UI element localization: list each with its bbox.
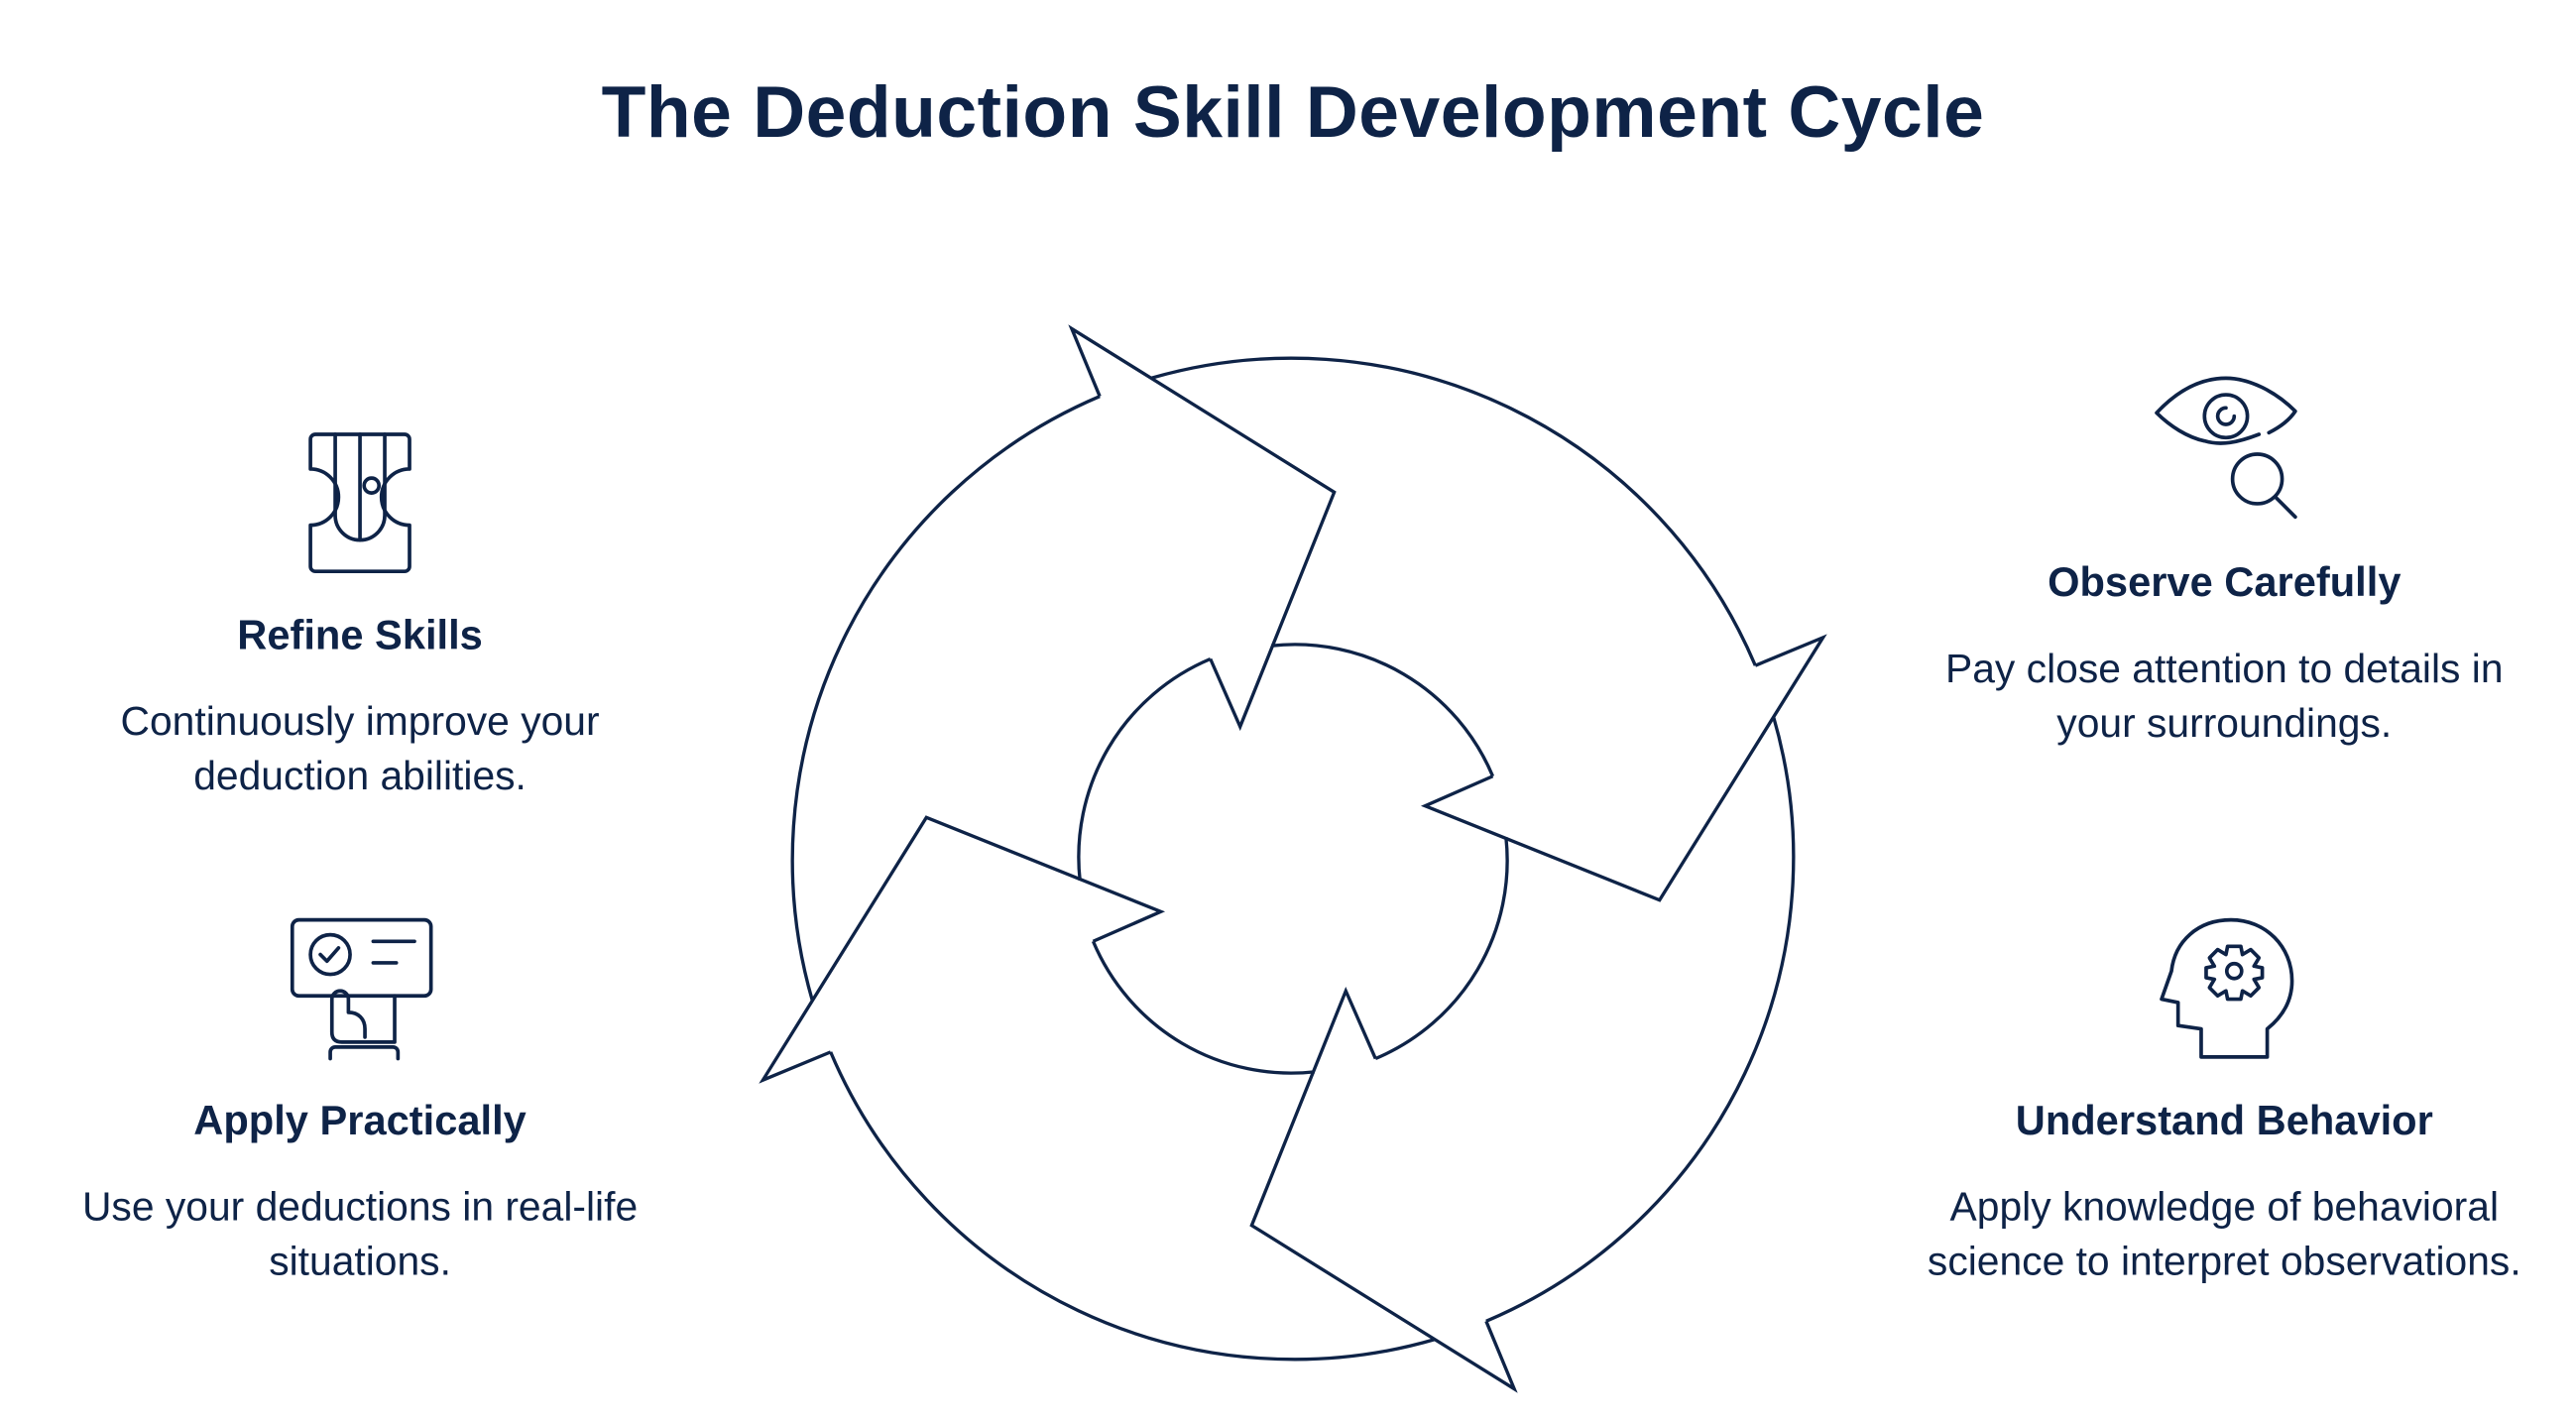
card-hand-icon [290, 917, 433, 1061]
sharpener-icon [308, 432, 411, 574]
step-description: Use your deductions in real-life situati… [81, 1185, 639, 1284]
step-refine-skills: Refine Skills Continuously improve your … [47, 611, 674, 804]
eye-magnifier-icon [2155, 376, 2297, 520]
step-understand-behavior: Understand Behavior Apply knowledge of b… [1911, 1097, 2538, 1290]
step-description: Continuously improve your deduction abil… [120, 700, 600, 799]
step-title: Understand Behavior [2015, 1098, 2433, 1145]
step-observe-carefully: Observe Carefully Pay close attention to… [1911, 558, 2538, 752]
step-apply-practically: Apply Practically Use your deductions in… [47, 1097, 674, 1290]
page-title: The Deduction Skill Development Cycle [601, 72, 1985, 154]
step-description: Apply knowledge of behavioral science to… [1927, 1185, 2521, 1284]
step-title: Observe Carefully [2048, 559, 2401, 607]
step-description: Pay close attention to details in your s… [1945, 647, 2504, 746]
cycle-arrow-segment [1150, 356, 1827, 902]
step-title: Refine Skills [237, 612, 483, 659]
step-title: Apply Practically [193, 1098, 527, 1145]
head-gear-icon [2160, 917, 2294, 1059]
